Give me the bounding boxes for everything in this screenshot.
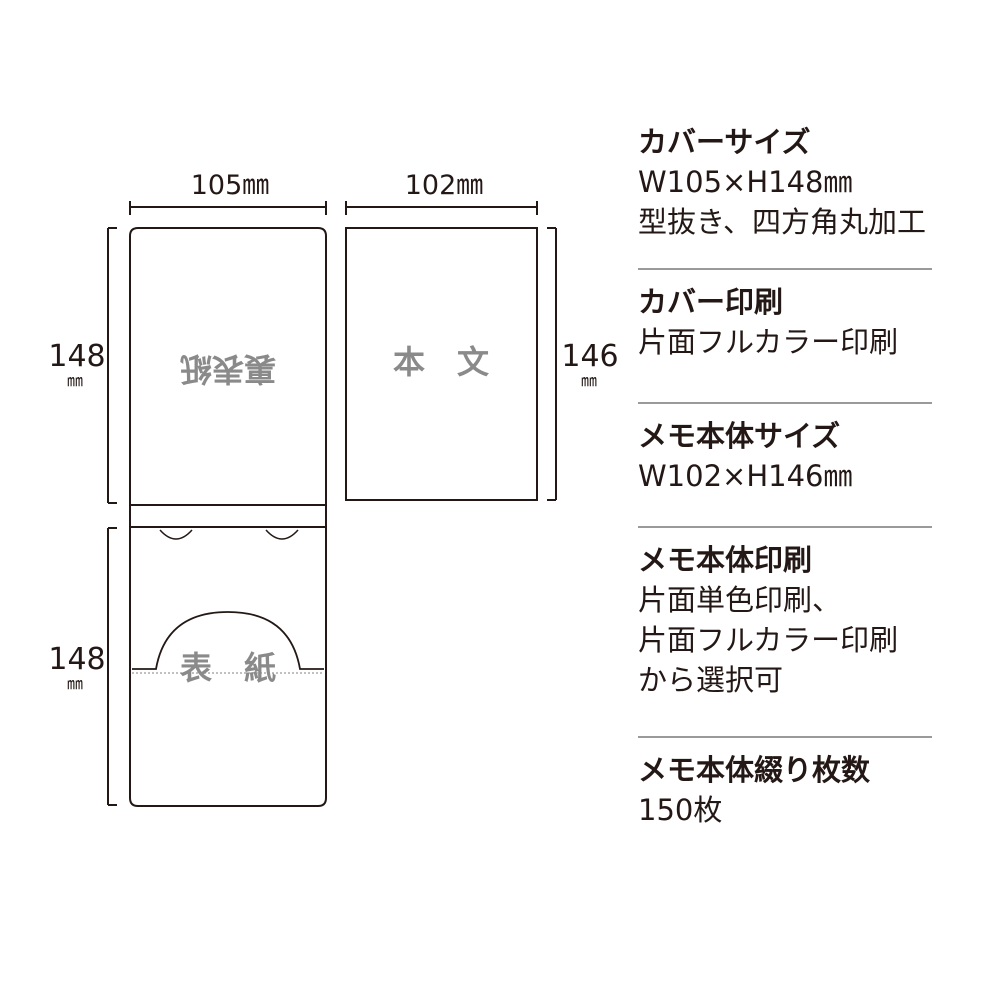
spec-memo-print-line: から選択可 [638,663,784,697]
front-cover-label: 表 紙 [180,649,276,687]
tuck-tab-arch [132,611,324,670]
spec-memo-sheets-title: メモ本体綴り枚数 [638,753,871,787]
cover-bottom-height-value: 148 [48,642,105,677]
spec-memo-size-title: メモ本体サイズ [638,419,841,453]
spec-cover-print: カバー印刷 片面フルカラー印刷 [638,282,932,404]
spec-memo-sheets-line: 150枚 [638,793,723,827]
spec-cover-size-line: 型抜き、四方角丸加工 [638,205,926,239]
spec-panel: カバーサイズ W105×H148㎜ 型抜き、四方角丸加工 カバー印刷 片面フルカ… [638,122,932,830]
cover-top-height-dimension [107,227,117,504]
cover-outline [129,227,327,807]
spec-memo-print-title: メモ本体印刷 [638,543,813,577]
spec-cover-size-title: カバーサイズ [638,125,811,159]
memo-body-outline [345,227,538,501]
cover-bottom-height-unit: ㎜ [67,674,83,693]
spec-memo-print-line: 片面フルカラー印刷 [638,623,899,657]
spec-cover-print-title: カバー印刷 [638,285,784,319]
memo-body-label: 本 文 [393,343,489,381]
body-width-label: 102㎜ [405,170,484,201]
cover-top-height-unit: ㎜ [67,371,83,390]
cover-width-dimension [129,201,327,215]
spec-cover-size-line: W105×H148㎜ [638,165,853,199]
cover-top-height-value: 148 [48,339,105,374]
slit-right [265,529,299,540]
spec-cover-print-line: 片面フルカラー印刷 [638,325,899,359]
spec-cover-size: カバーサイズ W105×H148㎜ 型抜き、四方角丸加工 [638,122,932,270]
cover-width-label: 105㎜ [191,170,270,201]
slit-left [159,529,193,540]
back-cover-label: 裏表紙 [180,350,276,388]
spec-memo-print: メモ本体印刷 片面単色印刷、 片面フルカラー印刷 から選択可 [638,540,932,738]
body-width-dimension [345,201,538,215]
spec-memo-size-line: W102×H146㎜ [638,459,853,493]
body-height-value: 146 [561,339,618,374]
cover-bottom-height-dimension [107,527,117,806]
spec-memo-size: メモ本体サイズ W102×H146㎜ [638,416,932,528]
body-height-unit: ㎜ [581,371,597,390]
spec-memo-sheets: メモ本体綴り枚数 150枚 [638,750,932,830]
body-height-dimension [547,227,557,501]
spec-memo-print-line: 片面単色印刷、 [638,583,842,617]
